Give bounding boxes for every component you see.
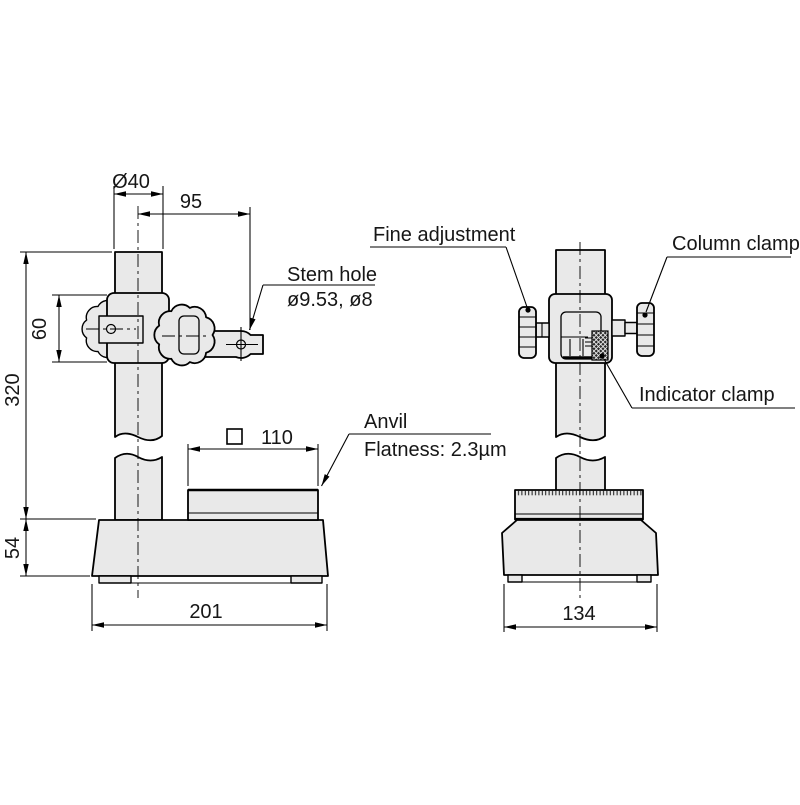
dim-text-column-diameter: Ø40: [112, 171, 150, 193]
stem-hole-title: Stem hole: [287, 264, 377, 286]
stem-hole-value: ø9.53, ø8: [287, 289, 373, 311]
dim-text-stem-reach: 95: [180, 191, 202, 213]
dim-text-base-depth: 201: [189, 601, 222, 623]
dimension-base-depth: 201: [91, 584, 328, 631]
dimension-column-diameter: Ø40: [112, 171, 164, 249]
base-foot-right: [290, 575, 323, 584]
dimension-anvil-size: 110: [187, 427, 319, 486]
square-symbol: [226, 428, 243, 445]
anvil-serration: [516, 490, 642, 496]
base-foot-left-side: [507, 574, 523, 583]
fine-adjustment-leader-dot: [525, 307, 531, 313]
front-view: [81, 206, 329, 598]
indicator-clamp-leader-dot: [599, 353, 605, 359]
column-clamp-leader-dot: [642, 312, 648, 318]
indicator-clamp-ribs: [585, 337, 592, 347]
fine-adjustment-label: Fine adjustment: [373, 224, 516, 246]
dim-text-anvil-size: 110: [261, 427, 293, 449]
dim-text-base-height: 54: [2, 537, 24, 559]
column-clamp-shaft-inner: [611, 319, 626, 337]
column-clamp-label: Column clamp: [672, 233, 800, 255]
dimension-slider-height: 60: [29, 294, 107, 363]
fine-adjustment-knob: [518, 306, 537, 359]
side-view: [501, 242, 659, 598]
callout-stem-hole: Stem hole ø9.53, ø8: [248, 264, 377, 331]
column-clamp-knob: [636, 302, 655, 357]
column-lower-side: [555, 452, 606, 493]
column-lower: [114, 452, 163, 521]
anvil-title: Anvil: [364, 411, 407, 433]
callout-anvil: Anvil Flatness: 2.3µm: [321, 411, 507, 487]
fine-adjustment-knob-front: [153, 303, 216, 367]
knob-face-detail: [178, 315, 200, 355]
dimension-column-height: 320: [2, 251, 112, 519]
slider-plate: [98, 315, 144, 344]
callout-column-clamp: Column clamp: [642, 233, 800, 318]
base-front: [91, 519, 329, 577]
callout-fine-adjustment: Fine adjustment: [370, 224, 531, 313]
anvil: [187, 489, 319, 521]
dim-text-slider-height: 60: [29, 318, 51, 340]
dimension-base-height: 54: [2, 518, 96, 577]
anvil-flatness: Flatness: 2.3µm: [364, 439, 507, 461]
fine-adjustment-knob-ribs: [519, 316, 536, 348]
indicator-clamp-label: Indicator clamp: [639, 384, 775, 406]
dimension-base-width: 134: [503, 584, 658, 632]
column-clamp-shaft-outer: [624, 321, 638, 335]
base-foot-left: [98, 575, 132, 584]
base-foot-right-side: [636, 574, 652, 583]
dim-text-column-height: 320: [2, 373, 24, 406]
dim-text-base-width: 134: [562, 603, 595, 625]
indicator-clamp-knob: [591, 330, 609, 361]
callout-indicator-clamp: Indicator clamp: [599, 353, 795, 409]
dimension-stem-reach: 95: [138, 191, 251, 330]
